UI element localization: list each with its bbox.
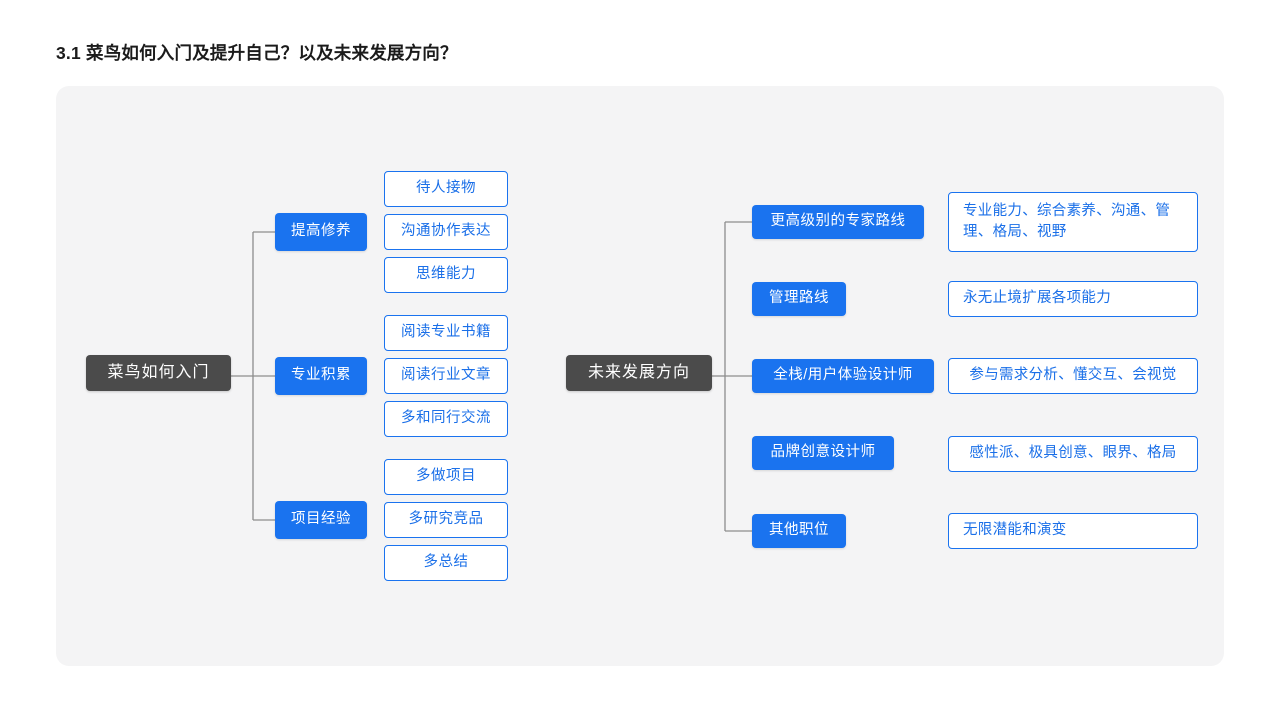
leaf-node[interactable]: 多做项目 (384, 459, 508, 495)
detail-node[interactable]: 参与需求分析、懂交互、会视觉 (948, 358, 1198, 394)
branch-node-project-experience[interactable]: 项目经验 (275, 501, 367, 539)
leaf-node[interactable]: 思维能力 (384, 257, 508, 293)
detail-node[interactable]: 永无止境扩展各项能力 (948, 281, 1198, 317)
leaf-node[interactable]: 阅读专业书籍 (384, 315, 508, 351)
mindmap-canvas: 菜鸟如何入门 提高修养 待人接物 沟通协作表达 思维能力 专业积累 阅读专业书籍… (56, 86, 1224, 666)
leaf-node[interactable]: 多总结 (384, 545, 508, 581)
branch-node-expert-route[interactable]: 更高级别的专家路线 (752, 205, 924, 239)
branch-node-fullstack-ux-designer[interactable]: 全栈/用户体验设计师 (752, 359, 934, 393)
root-node-beginner[interactable]: 菜鸟如何入门 (86, 355, 231, 391)
branch-node-professional-accumulation[interactable]: 专业积累 (275, 357, 367, 395)
leaf-node[interactable]: 待人接物 (384, 171, 508, 207)
leaf-node[interactable]: 多和同行交流 (384, 401, 508, 437)
detail-node[interactable]: 感性派、极具创意、眼界、格局 (948, 436, 1198, 472)
branch-node-brand-creative-designer[interactable]: 品牌创意设计师 (752, 436, 894, 470)
leaf-node[interactable]: 沟通协作表达 (384, 214, 508, 250)
leaf-node[interactable]: 阅读行业文章 (384, 358, 508, 394)
leaf-node[interactable]: 多研究竞品 (384, 502, 508, 538)
page-title: 3.1 菜鸟如何入门及提升自己？以及未来发展方向？ (56, 43, 458, 63)
branch-node-management-route[interactable]: 管理路线 (752, 282, 846, 316)
detail-node[interactable]: 专业能力、综合素养、沟通、管理、格局、视野 (948, 192, 1198, 252)
detail-node[interactable]: 无限潜能和演变 (948, 513, 1198, 549)
branch-node-improve-cultivation[interactable]: 提高修养 (275, 213, 367, 251)
branch-node-other-positions[interactable]: 其他职位 (752, 514, 846, 548)
root-node-future[interactable]: 未来发展方向 (566, 355, 712, 391)
